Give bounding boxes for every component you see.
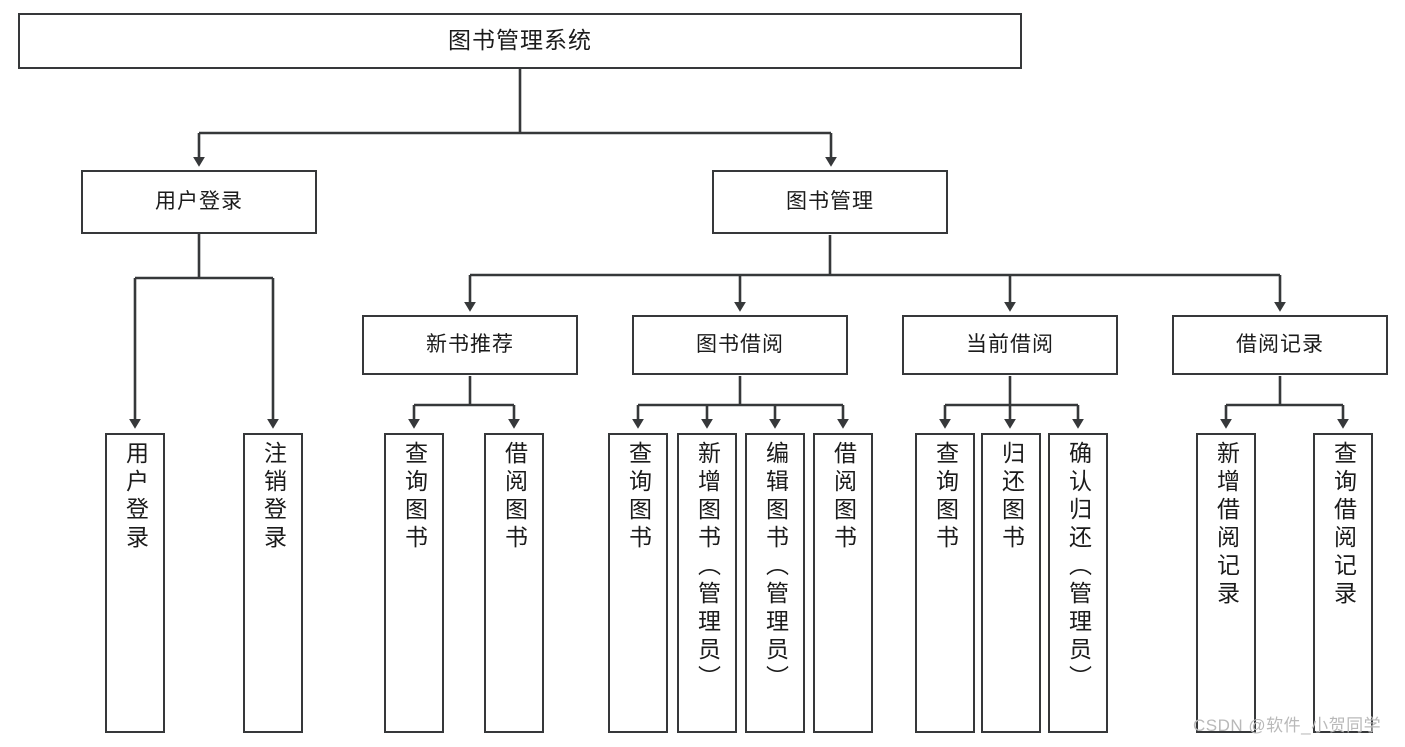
node-label: 确认归还（管理员） — [1065, 441, 1092, 693]
leaf-user-login-login[interactable]: 用户登录 — [105, 433, 165, 733]
node-label: 图书管理 — [786, 189, 874, 213]
node-label: 新增借阅记录 — [1213, 441, 1240, 609]
node-label: 归还图书 — [998, 441, 1025, 553]
leaf-borrow-borrow-book[interactable]: 借阅图书 — [813, 433, 873, 733]
node-label: 查询图书 — [401, 441, 428, 553]
node-label: 借阅图书 — [830, 441, 857, 553]
leaf-borrow-query-book[interactable]: 查询图书 — [608, 433, 668, 733]
leaf-recommend-query-book[interactable]: 查询图书 — [384, 433, 444, 733]
node-label: 图书借阅 — [696, 332, 784, 356]
leaf-current-return-book[interactable]: 归还图书 — [981, 433, 1041, 733]
node-new-book-recommend[interactable]: 新书推荐 — [362, 315, 578, 375]
leaf-current-confirm-return[interactable]: 确认归还（管理员） — [1048, 433, 1108, 733]
node-user-login[interactable]: 用户登录 — [81, 170, 317, 234]
node-root-system[interactable]: 图书管理系统 — [18, 13, 1022, 69]
leaf-record-add-record[interactable]: 新增借阅记录 — [1196, 433, 1256, 733]
node-book-management[interactable]: 图书管理 — [712, 170, 948, 234]
node-book-borrow[interactable]: 图书借阅 — [632, 315, 848, 375]
node-label: 查询借阅记录 — [1330, 441, 1357, 609]
leaf-current-query-book[interactable]: 查询图书 — [915, 433, 975, 733]
node-label: 查询图书 — [625, 441, 652, 553]
leaf-borrow-edit-book[interactable]: 编辑图书（管理员） — [745, 433, 805, 733]
leaf-recommend-borrow-book[interactable]: 借阅图书 — [484, 433, 544, 733]
node-label: 用户登录 — [155, 189, 243, 213]
node-label: 图书管理系统 — [448, 27, 592, 54]
node-label: 借阅图书 — [501, 441, 528, 553]
node-label: 新增图书（管理员） — [694, 441, 721, 693]
node-label: 用户登录 — [122, 441, 149, 553]
node-label: 编辑图书（管理员） — [762, 441, 789, 693]
node-label: 当前借阅 — [966, 332, 1054, 356]
node-borrow-record[interactable]: 借阅记录 — [1172, 315, 1388, 375]
node-label: 注销登录 — [260, 441, 287, 553]
leaf-record-query-record[interactable]: 查询借阅记录 — [1313, 433, 1373, 733]
node-label: 查询图书 — [932, 441, 959, 553]
leaf-user-login-logout[interactable]: 注销登录 — [243, 433, 303, 733]
leaf-borrow-add-book[interactable]: 新增图书（管理员） — [677, 433, 737, 733]
node-current-borrow[interactable]: 当前借阅 — [902, 315, 1118, 375]
node-label: 借阅记录 — [1236, 332, 1324, 356]
node-label: 新书推荐 — [426, 332, 514, 356]
